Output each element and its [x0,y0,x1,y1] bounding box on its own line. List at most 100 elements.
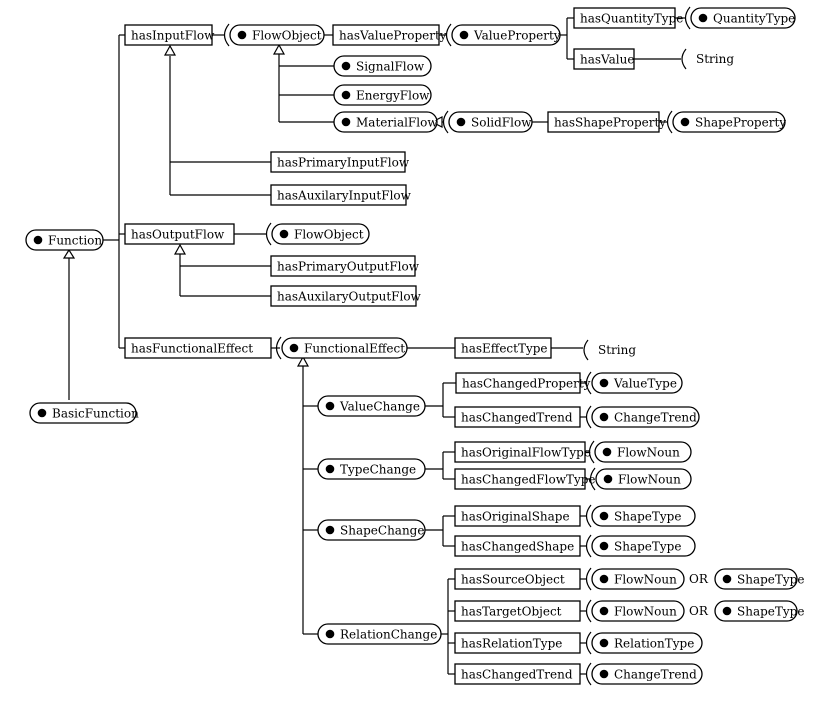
property-label: hasAuxilaryOutputFlow [277,290,422,304]
class-function: Function [25,229,104,251]
property-box [454,337,552,359]
property-has-changed-property: hasChangedProperty [455,372,591,394]
property-box [573,7,676,29]
property-box [332,24,440,46]
restriction-arc [585,405,592,429]
class-pill [229,24,325,46]
class-label: ShapeType [614,540,681,554]
property-has-output-flow: hasOutputFlow [124,223,235,245]
class-flow-noun: FlowNoun [585,599,685,623]
class-dot-icon [599,669,609,679]
or-connector: OR [689,604,709,618]
class-label: RelationChange [340,628,437,642]
class-label: MaterialFlow [356,116,438,130]
class-label: QuantityType [713,12,795,26]
property-has-relation-type: hasRelationType [454,632,581,654]
datatype-label: String [696,52,734,66]
class-label: EnergyFlow [356,89,430,103]
property-has-primary-input-flow: hasPrimaryInputFlow [270,151,410,173]
class-dot-icon [599,541,609,551]
property-box [454,568,581,590]
class-label: ShapeChange [340,524,424,538]
class-basic-function: BasicFunction [29,402,139,424]
class-label: ValueProperty [473,29,561,43]
property-label: hasChangedProperty [462,377,591,391]
class-shape-change: ShapeChange [317,519,426,541]
class-relation-type: RelationType [585,631,703,655]
property-box [270,255,416,277]
class-dot-icon [602,447,612,457]
class-shape-property: ShapeProperty [666,110,786,134]
class-pill [317,519,426,541]
property-has-shape-property: hasShapeProperty [547,111,666,133]
property-label: hasOriginalShape [461,510,570,524]
class-flow-object: FlowObject [223,23,325,47]
class-pill [690,7,796,29]
property-has-primary-output-flow: hasPrimaryOutputFlow [270,255,420,277]
class-value-property: ValueProperty [445,23,561,47]
class-shape-type: ShapeType [714,600,804,622]
restriction-arc [666,110,673,134]
class-pill [317,623,442,645]
restriction-arc [585,567,592,591]
property-box [573,48,635,70]
class-pill [451,24,561,46]
datatype-label: String [598,343,636,357]
class-dot-icon [341,90,351,100]
property-box [547,111,660,133]
class-label: FlowNoun [614,573,677,587]
property-has-target-object: hasTargetObject [454,600,581,622]
restriction-arc [445,23,452,47]
property-has-changed-trend: hasChangedTrend [454,663,581,685]
property-label: hasSourceObject [461,573,565,587]
property-label: hasChangedFlowType [461,473,596,487]
property-label: hasQuantityType [580,12,683,26]
class-pill [591,505,696,527]
property-box [454,406,581,428]
class-pill [25,229,104,251]
class-pill [591,406,700,428]
class-label: FunctionalEffect [304,342,405,356]
class-label: TypeChange [340,463,416,477]
class-material-flow: MaterialFlow [333,111,438,133]
arrowhead-output-flow [173,243,187,255]
class-pill [448,111,533,133]
class-pill [281,337,408,359]
property-box [454,441,586,463]
class-signal-flow: SignalFlow [333,55,432,77]
restriction-arc [681,48,687,70]
class-pill [333,111,438,133]
class-label: Function [48,234,102,248]
property-label: hasChangedShape [461,540,574,554]
class-label: FlowNoun [617,446,680,460]
restriction-arc [585,504,592,528]
class-pill [714,600,798,622]
property-label: hasChangedTrend [461,411,573,425]
class-flow-noun: FlowNoun [585,567,685,591]
class-solid-flow: SolidFlow [442,110,533,134]
restriction-arc [585,371,592,395]
restriction-arc [223,23,230,47]
property-box [454,632,581,654]
class-pill [591,568,685,590]
property-box [270,151,406,173]
restriction-arc [585,599,592,623]
property-has-quantity-type: hasQuantityType [573,7,683,29]
arrowhead-basic-function [62,248,76,259]
restriction-arc [583,339,589,361]
property-label: hasOriginalFlowType [461,446,591,460]
class-pill [333,84,432,106]
class-type-change: TypeChange [317,458,426,480]
class-value-type: ValueType [585,371,683,395]
class-dot-icon [599,574,609,584]
class-label: ShapeType [737,573,804,587]
arrowhead-input-flow [163,44,177,56]
property-label: hasShapeProperty [554,116,666,130]
class-pill [29,402,137,424]
class-label: FlowObject [252,29,322,43]
property-has-source-object: hasSourceObject [454,568,581,590]
class-shape-type: ShapeType [714,568,804,590]
property-has-changed-shape: hasChangedShape [454,535,581,557]
class-dot-icon [237,30,247,40]
class-label: FlowNoun [614,605,677,619]
